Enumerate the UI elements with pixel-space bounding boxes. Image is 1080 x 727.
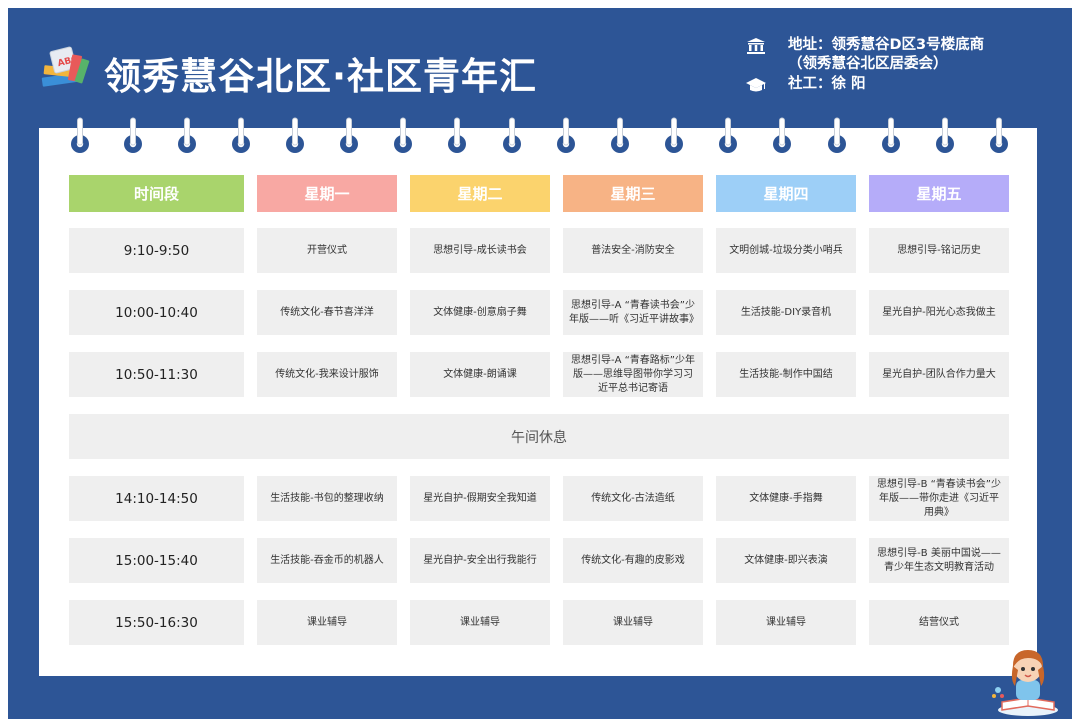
time-slot: 15:50-16:30 (69, 600, 244, 645)
address-line-1: 地址：领秀慧谷D区3号楼底商 (788, 37, 985, 53)
column-header-time: 时间段 (69, 175, 244, 212)
activity-cell: 传统文化-春节喜洋洋 (257, 290, 397, 335)
activity-cell: 星光自护-假期安全我知道 (410, 476, 550, 521)
activity-cell: 星光自护-阳光心态我做主 (869, 290, 1009, 335)
activity-cell: 传统文化-我来设计服饰 (257, 352, 397, 397)
activity-cell: 思想引导-B 美丽中国说——青少年生态文明教育活动 (869, 538, 1009, 583)
column-header-tuesday: 星期二 (410, 175, 550, 212)
time-slot: 10:00-10:40 (69, 290, 244, 335)
activity-cell: 普法安全-消防安全 (563, 228, 703, 273)
binder-ring-icon (828, 117, 846, 153)
activity-cell: 文体健康-即兴表演 (716, 538, 856, 583)
activity-cell: 传统文化-有趣的皮影戏 (563, 538, 703, 583)
activity-cell: 文明创城-垃圾分类小哨兵 (716, 228, 856, 273)
girl-reading-illustration (992, 650, 1058, 716)
column-header-thursday: 星期四 (716, 175, 856, 212)
activity-cell: 结营仪式 (869, 600, 1009, 645)
activity-cell: 生活技能-DIY录音机 (716, 290, 856, 335)
activity-cell: 思想引导-铭记历史 (869, 228, 1009, 273)
binder-ring-icon (124, 117, 142, 153)
binder-ring-icon (557, 117, 575, 153)
binder-ring-icon (71, 117, 89, 153)
activity-cell: 课业辅导 (563, 600, 703, 645)
activity-cell: 开营仪式 (257, 228, 397, 273)
binder-ring-icon (394, 117, 412, 153)
graduation-cap-icon (746, 78, 766, 92)
activity-cell: 课业辅导 (410, 600, 550, 645)
binder-ring-icon (719, 117, 737, 153)
activity-cell: 生活技能-制作中国结 (716, 352, 856, 397)
binder-ring-icon (990, 117, 1008, 153)
activity-cell: 课业辅导 (257, 600, 397, 645)
activity-cell: 文体健康-创意扇子舞 (410, 290, 550, 335)
page-title: 领秀慧谷北区·社区青年汇 (104, 55, 538, 98)
activity-cell: 星光自护-安全出行我能行 (410, 538, 550, 583)
binder-ring-icon (503, 117, 521, 153)
building-icon (747, 38, 765, 54)
binder-ring-icon (178, 117, 196, 153)
activity-cell: 传统文化-古法造纸 (563, 476, 703, 521)
schedule-sheet (39, 128, 1037, 676)
binder-ring-icon (232, 117, 250, 153)
activity-cell: 思想引导-A “青春读书会”少年版——听《习近平讲故事》 (563, 290, 703, 335)
activity-cell: 思想引导-成长读书会 (410, 228, 550, 273)
activity-cell: 思想引导-B “青春读书会”少年版——带你走进《习近平用典》 (869, 476, 1009, 521)
activity-cell: 思想引导-A “青春路标”少年版——思维导图带你学习习近平总书记寄语 (563, 352, 703, 397)
binder-ring-icon (286, 117, 304, 153)
time-slot: 14:10-14:50 (69, 476, 244, 521)
column-header-wednesday: 星期三 (563, 175, 703, 212)
column-header-monday: 星期一 (257, 175, 397, 212)
binder-ring-icon (611, 117, 629, 153)
binder-ring-icon (936, 117, 954, 153)
activity-cell: 文体健康-手指舞 (716, 476, 856, 521)
binder-ring-icon (882, 117, 900, 153)
social-worker: 社工：徐 阳 (788, 76, 866, 92)
time-slot: 15:00-15:40 (69, 538, 244, 583)
lunch-break-row: 午间休息 (69, 414, 1009, 459)
activity-cell: 生活技能-书包的整理收纳 (257, 476, 397, 521)
activity-cell: 课业辅导 (716, 600, 856, 645)
books-icon: ABC (41, 46, 90, 87)
time-slot: 9:10-9:50 (69, 228, 244, 273)
address-line-2: （领秀慧谷北区居委会） (788, 56, 948, 72)
time-slot: 10:50-11:30 (69, 352, 244, 397)
binder-ring-icon (773, 117, 791, 153)
activity-cell: 生活技能-吞金币的机器人 (257, 538, 397, 583)
binder-ring-icon (665, 117, 683, 153)
column-header-friday: 星期五 (869, 175, 1009, 212)
binder-ring-icon (448, 117, 466, 153)
activity-cell: 文体健康-朗诵课 (410, 352, 550, 397)
activity-cell: 星光自护-团队合作力量大 (869, 352, 1009, 397)
binder-ring-icon (340, 117, 358, 153)
